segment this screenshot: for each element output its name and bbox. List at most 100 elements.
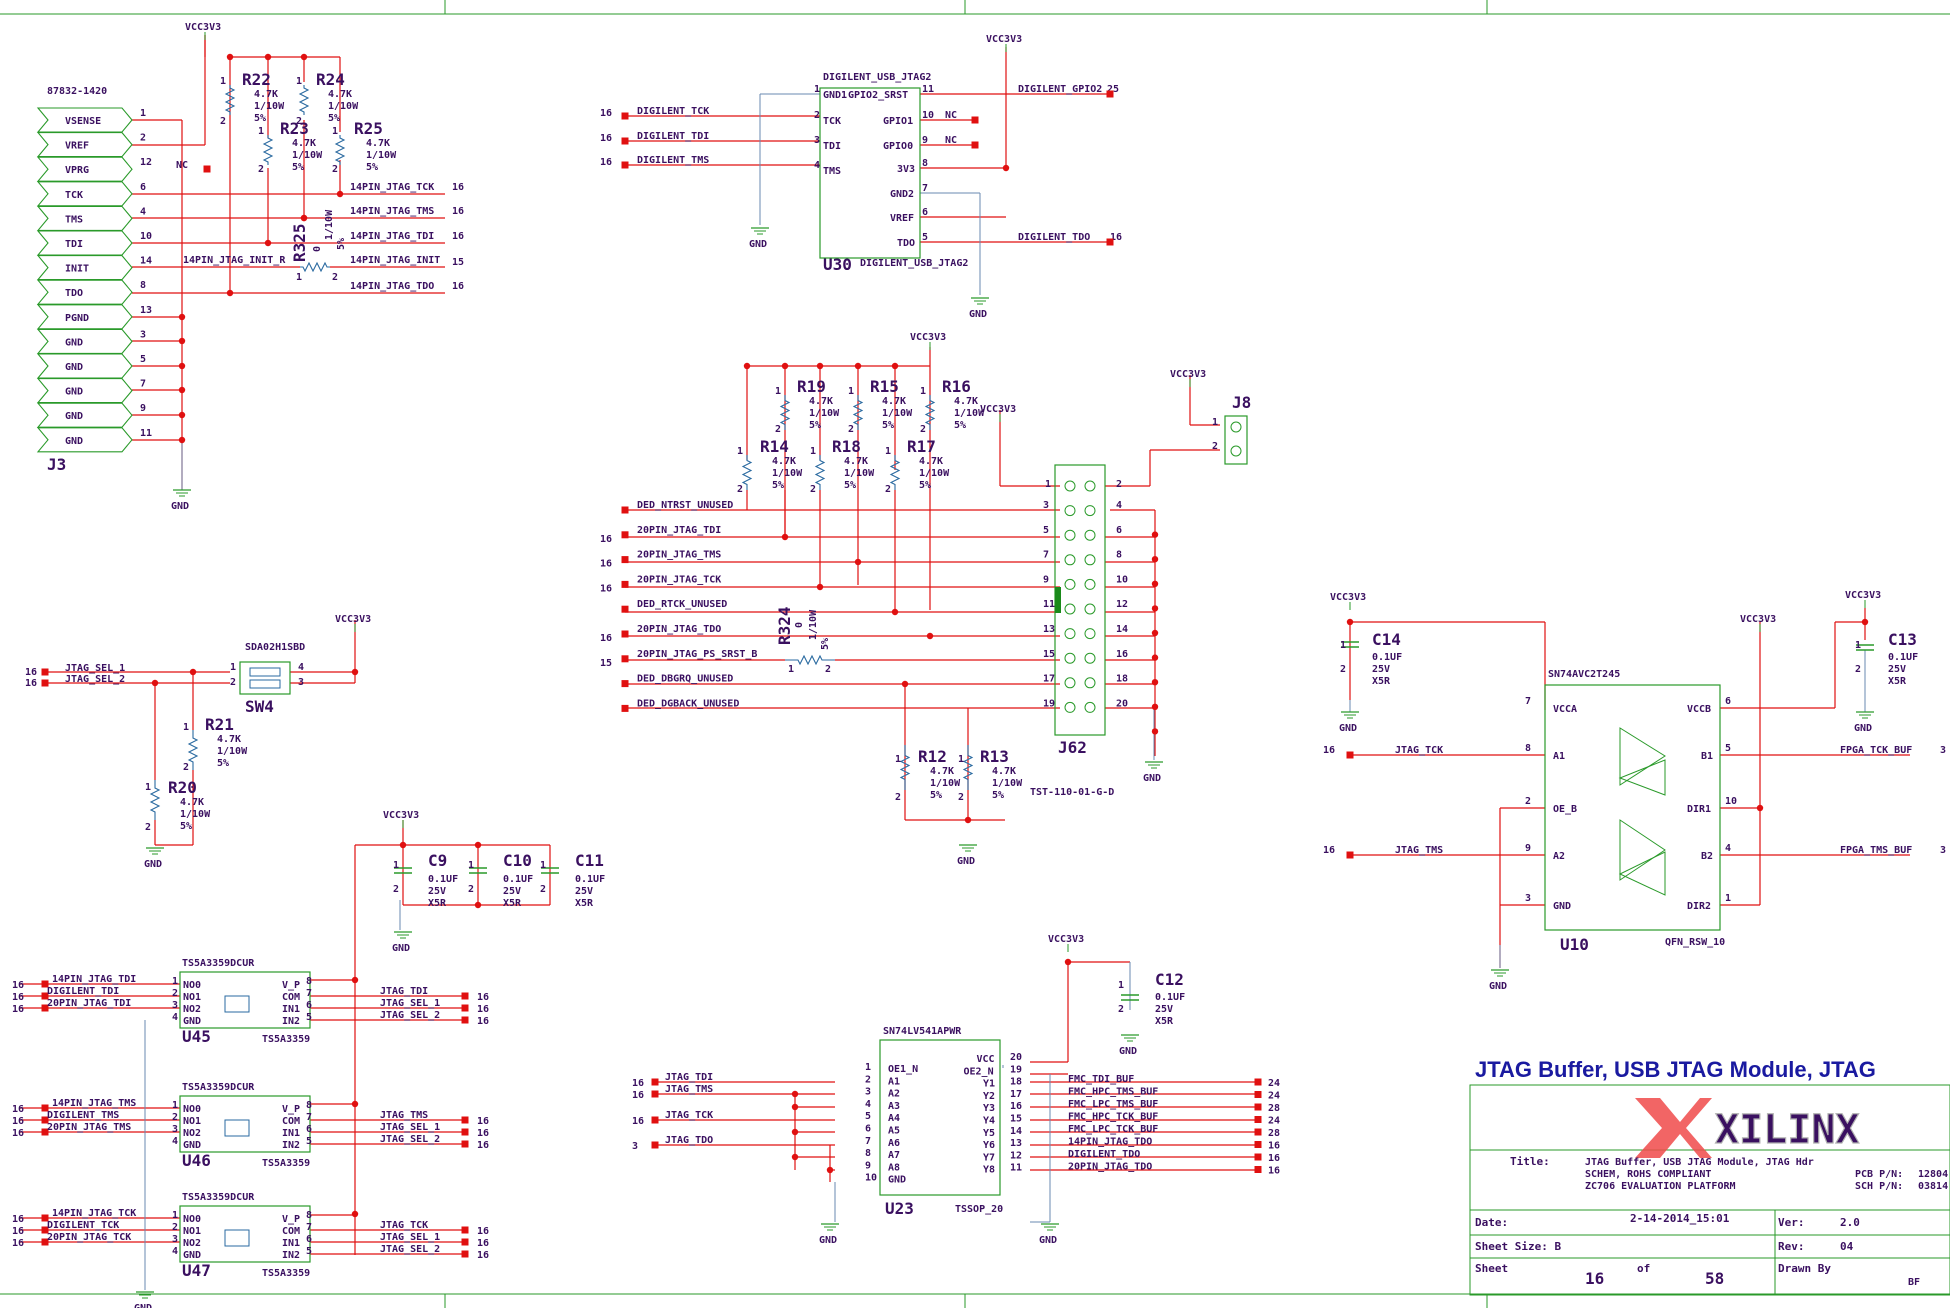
rev-value: 04 <box>1840 1240 1854 1253</box>
pin-number: 1 <box>332 126 338 137</box>
pin-number: 2 <box>1855 664 1861 675</box>
j3-pin-number: 3 <box>140 329 146 340</box>
u23-pin-name: A7 <box>888 1150 900 1161</box>
u23-pin-number: 1 <box>865 1062 871 1073</box>
sheet-ref: 3 <box>632 1141 638 1152</box>
resistor-value: 0 <box>794 622 805 628</box>
sheet-ref: 16 <box>477 1140 489 1151</box>
port-marker <box>1254 1128 1262 1136</box>
gnd-label: GND <box>1143 773 1161 784</box>
junction-dot <box>264 53 272 61</box>
pin-number: 1 <box>540 860 546 871</box>
port-marker <box>461 1226 469 1234</box>
net-name: DIGILENT_TCK <box>637 106 709 117</box>
j3-pin-number: 2 <box>140 133 146 144</box>
vcc-label: VCC3V3 <box>1740 614 1776 625</box>
cap-voltage: 25V <box>1372 664 1390 675</box>
sw4-part: SDA02H1SBD <box>245 642 305 653</box>
u10-pin-name: B2 <box>1701 851 1713 862</box>
mux-pin-number: 4 <box>172 1012 178 1023</box>
port-marker <box>41 1214 49 1222</box>
junction-dot <box>351 668 359 676</box>
resistor-body <box>334 135 346 165</box>
u23-pin-name: A5 <box>888 1126 900 1137</box>
mux-pin-name: NO2 <box>183 1238 201 1249</box>
mux-pin-number: 5 <box>306 1246 312 1257</box>
gnd-label: GND <box>819 1235 837 1246</box>
j62-pin-hole <box>1084 578 1096 590</box>
u23-pin-name: A3 <box>888 1101 900 1112</box>
nc-label: NC <box>945 110 957 121</box>
u10-pin-number: 1 <box>1725 893 1731 904</box>
resistor-body <box>852 395 864 430</box>
mux-pin-name: NO2 <box>183 1128 201 1139</box>
net-name: DED_DBGRQ_UNUSED <box>637 674 733 685</box>
net-name: JTAG_TDI <box>665 1072 713 1083</box>
resistor-tolerance: 5% <box>772 480 784 491</box>
port-marker <box>1106 90 1114 98</box>
j8-pin-number: 1 <box>1212 417 1218 428</box>
pin-number: 1 <box>1340 640 1346 651</box>
sheet-ref: 16 <box>452 182 464 193</box>
u10-pin-name: GND <box>1553 901 1571 912</box>
mux-pin-number: 4 <box>172 1246 178 1257</box>
u10-pin-name: OE_B <box>1553 804 1577 815</box>
resistor-power: 1/10W <box>992 778 1023 789</box>
pin-number: 2 <box>332 164 338 175</box>
cap-value: 0.1UF <box>503 874 533 885</box>
mux-pin-number: 5 <box>306 1136 312 1147</box>
net-name: DIGILENT_GPIO2 <box>1018 84 1102 95</box>
u10-pin-number: 10 <box>1725 796 1737 807</box>
u23-pin-name: Y7 <box>983 1152 995 1163</box>
mux-pin-number: 6 <box>306 1000 312 1011</box>
resistor-ref: R22 <box>242 70 271 89</box>
junction-dot <box>781 362 789 370</box>
cap-dielectric: X5R <box>1888 676 1907 687</box>
j3-pin-number: 10 <box>140 231 152 242</box>
resistor-ref: R15 <box>870 377 899 396</box>
u23-package: TSSOP_20 <box>955 1204 1003 1215</box>
u10-pin-number: 4 <box>1725 843 1731 854</box>
mux-pin-number: 7 <box>306 1222 312 1233</box>
cap-voltage: 25V <box>428 886 446 897</box>
sheet-ref: 16 <box>1110 232 1122 243</box>
u30-pin-name: GND1 <box>823 90 847 101</box>
cap-value: 0.1UF <box>428 874 458 885</box>
net-name: JTAG_TMS <box>665 1084 713 1095</box>
u10-pin-number: 8 <box>1525 743 1531 754</box>
j62-pin-hole <box>1084 554 1096 566</box>
port-marker <box>41 1116 49 1124</box>
port-marker <box>651 1116 659 1124</box>
junction-dot <box>826 1166 834 1174</box>
u10-pin-name: DIR2 <box>1687 901 1711 912</box>
sheet-ref: 16 <box>12 980 24 991</box>
u30-pin-number: 3 <box>814 135 820 146</box>
j62-pin-number: 8 <box>1116 550 1122 561</box>
j3-pin-name: VPRG <box>65 165 89 176</box>
sheet-ref: 16 <box>477 992 489 1003</box>
junction-dot <box>1151 531 1159 538</box>
vcc-label: VCC3V3 <box>383 810 419 821</box>
mux-pin-name: V_P <box>282 980 300 991</box>
resistor-tolerance: 5% <box>366 162 378 173</box>
j3-pin-name: VSENSE <box>65 116 101 127</box>
j8-jumper <box>1224 415 1248 465</box>
net-name: 20PIN_JTAG_TDI <box>47 998 131 1009</box>
j62-pin-hole <box>1084 603 1096 615</box>
j3-pin-name: TMS <box>65 214 83 225</box>
net-name: JTAG_SEL_1 <box>65 663 125 674</box>
pin-number: 1 <box>258 126 264 137</box>
net-name: 20PIN_JTAG_TDI <box>637 525 721 536</box>
net-name: JTAG_SEL_2 <box>380 1244 440 1255</box>
port-marker <box>41 1128 49 1136</box>
dynamic-layer: 87832-1420VSENSE1VREF2VPRG12TCK6TMS4TDI1… <box>12 22 1948 1308</box>
j3-pin-name: VREF <box>65 141 89 152</box>
j3-pin-number: 6 <box>140 182 146 193</box>
resistor-ref: R325 <box>290 223 309 262</box>
cap-ref: C12 <box>1155 970 1184 989</box>
port-marker <box>1346 851 1354 859</box>
u23-pin-number: 13 <box>1010 1138 1022 1149</box>
gnd-label: GND <box>144 859 162 870</box>
date-value: 2-14-2014_15:01 <box>1630 1212 1730 1225</box>
port-marker <box>41 992 49 1000</box>
